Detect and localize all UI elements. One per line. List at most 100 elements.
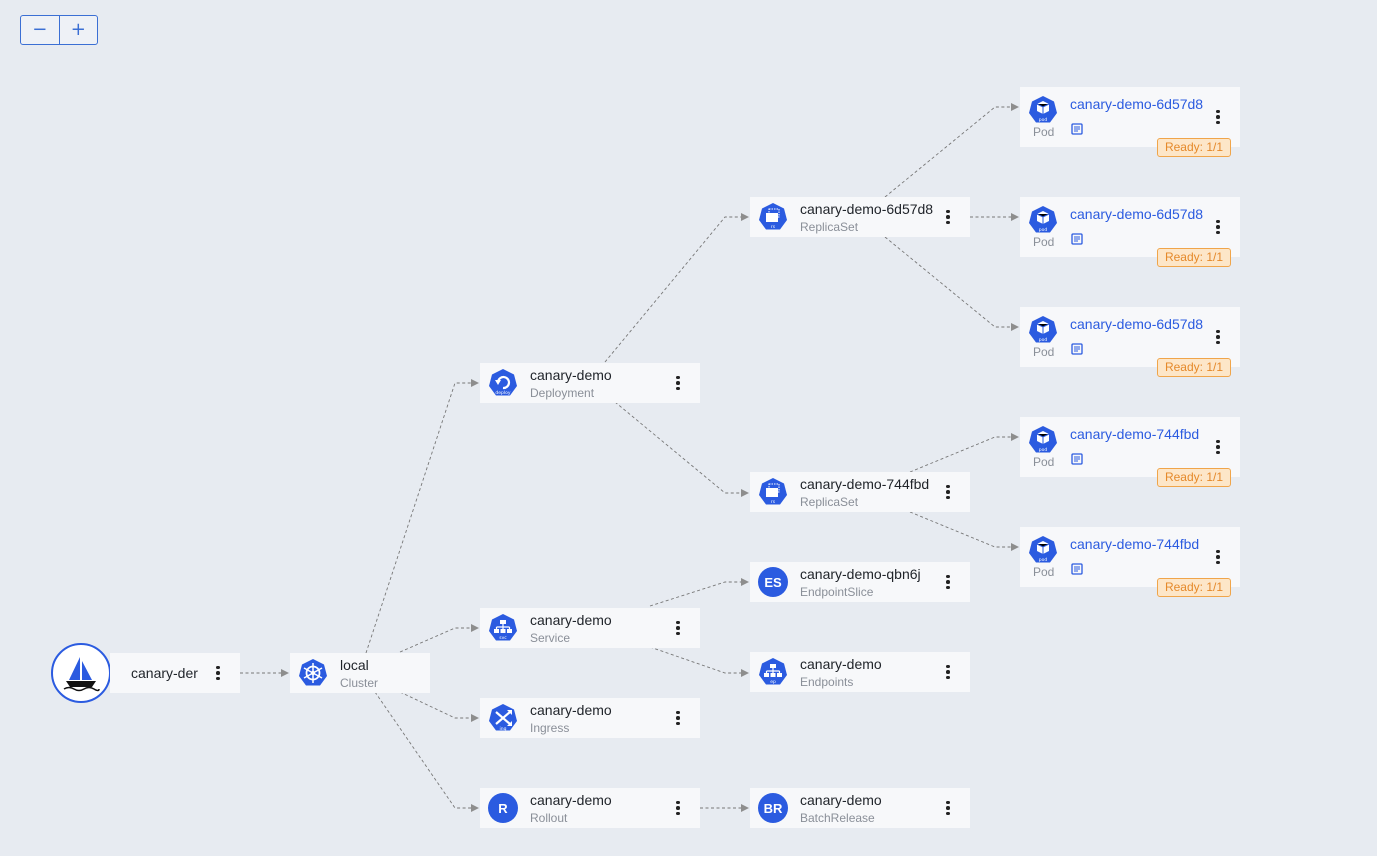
pod-kind: Pod <box>1033 125 1055 139</box>
replicaset-name: canary-demo-6d57d8 <box>800 201 934 217</box>
node-menu-button[interactable] <box>670 373 686 393</box>
logs-icon[interactable] <box>1071 453 1083 465</box>
deployment-name: canary-demo <box>530 367 612 383</box>
rollout-node[interactable]: R canary-demo Rollout <box>480 788 700 828</box>
logs-icon[interactable] <box>1071 123 1083 135</box>
replicaset-kind: ReplicaSet <box>800 220 859 234</box>
logs-icon[interactable] <box>1071 343 1083 355</box>
pod-icon: pod <box>1028 315 1058 345</box>
pod-name-link[interactable]: canary-demo-744fbd <box>1070 426 1200 442</box>
replicaset-icon: rs <box>758 477 788 507</box>
replicaset-kind: ReplicaSet <box>800 495 859 509</box>
endpoints-node[interactable]: ep canary-demo Endpoints <box>750 652 970 692</box>
node-menu-button[interactable] <box>210 663 226 683</box>
svg-text:rs: rs <box>771 499 776 505</box>
pod-node[interactable]: pod canary-demo-744fbd Pod Ready: 1/1 <box>1020 417 1240 487</box>
pod-icon: pod <box>1028 205 1058 235</box>
service-kind: Service <box>530 631 571 645</box>
status-badge: Ready: 1/1 <box>1157 468 1231 487</box>
edge <box>399 624 479 653</box>
app-icon[interactable] <box>51 643 111 703</box>
batchrelease-name: canary-demo <box>800 792 882 808</box>
ingress-kind: Ingress <box>530 721 570 735</box>
zoom-out-button[interactable]: − <box>21 16 59 44</box>
edge <box>365 379 479 654</box>
pod-kind: Pod <box>1033 565 1055 579</box>
edge <box>399 691 479 722</box>
pod-kind: Pod <box>1033 345 1055 359</box>
pod-name-link[interactable]: canary-demo-6d57d8 <box>1070 96 1204 112</box>
svg-text:pod: pod <box>1039 447 1048 453</box>
replicaset-node[interactable]: rs canary-demo-6d57d8 ReplicaSet <box>750 197 970 237</box>
node-menu-button[interactable] <box>940 572 956 592</box>
pod-icon: pod <box>1028 535 1058 565</box>
replicaset-name: canary-demo-744fbd <box>800 476 930 492</box>
node-menu-button[interactable] <box>1210 217 1226 237</box>
node-menu-button[interactable] <box>670 708 686 728</box>
sailboat-icon <box>63 657 100 692</box>
batchrelease-icon: BR <box>758 793 788 823</box>
node-menu-button[interactable] <box>1210 327 1226 347</box>
service-node[interactable]: svc canary-demo Service <box>480 608 700 648</box>
pod-name-link[interactable]: canary-demo-744fbd <box>1070 536 1200 552</box>
status-badge: Ready: 1/1 <box>1157 358 1231 377</box>
node-menu-button[interactable] <box>1210 547 1226 567</box>
kubernetes-helm-icon <box>298 658 328 688</box>
deployment-kind: Deployment <box>530 386 595 400</box>
endpoints-icon: ep <box>758 657 788 687</box>
edge <box>649 578 749 607</box>
svg-text:ep: ep <box>770 680 776 685</box>
pod-node[interactable]: pod canary-demo-6d57d8 Pod Ready: 1/1 <box>1020 87 1240 157</box>
pod-icon: pod <box>1028 95 1058 125</box>
node-menu-button[interactable] <box>940 207 956 227</box>
service-name: canary-demo <box>530 612 612 628</box>
node-menu-button[interactable] <box>940 798 956 818</box>
logs-icon[interactable] <box>1071 563 1083 575</box>
endpoints-kind: Endpoints <box>800 675 854 689</box>
svg-text:pod: pod <box>1039 337 1048 343</box>
replicaset-node[interactable]: rs canary-demo-744fbd ReplicaSet <box>750 472 970 512</box>
edge <box>884 236 1019 331</box>
svg-text:rs: rs <box>771 224 776 230</box>
pod-icon: pod <box>1028 425 1058 455</box>
pod-kind: Pod <box>1033 235 1055 249</box>
rollout-name: canary-demo <box>530 792 612 808</box>
app-node[interactable]: canary-der <box>110 653 240 693</box>
node-menu-button[interactable] <box>1210 437 1226 457</box>
zoom-controls: − + <box>20 15 98 45</box>
cluster-node[interactable]: local Cluster <box>290 653 430 693</box>
svg-text:pod: pod <box>1039 557 1048 563</box>
svg-text:pod: pod <box>1039 117 1048 123</box>
replicaset-icon: rs <box>758 202 788 232</box>
node-menu-button[interactable] <box>1210 107 1226 127</box>
endpointslice-kind: EndpointSlice <box>800 585 874 599</box>
edge <box>604 213 749 363</box>
batchrelease-node[interactable]: BR canary-demo BatchRelease <box>750 788 970 828</box>
logs-icon[interactable] <box>1071 233 1083 245</box>
svg-text:svc: svc <box>499 636 507 641</box>
batchrelease-kind: BatchRelease <box>800 811 875 825</box>
deployment-icon: deploy <box>488 368 518 398</box>
pod-node[interactable]: pod canary-demo-744fbd Pod Ready: 1/1 <box>1020 527 1240 597</box>
ingress-name: canary-demo <box>530 702 612 718</box>
status-badge: Ready: 1/1 <box>1157 248 1231 267</box>
pod-name-link[interactable]: canary-demo-6d57d8 <box>1070 316 1204 332</box>
node-menu-button[interactable] <box>670 798 686 818</box>
edge <box>909 433 1019 473</box>
node-menu-button[interactable] <box>940 482 956 502</box>
node-menu-button[interactable] <box>670 618 686 638</box>
zoom-in-button[interactable]: + <box>58 16 98 44</box>
svg-text:pod: pod <box>1039 227 1048 233</box>
rollout-icon: R <box>488 793 518 823</box>
deployment-node[interactable]: deploy canary-demo Deployment <box>480 363 700 403</box>
cluster-kind: Cluster <box>340 676 379 690</box>
ingress-node[interactable]: ing canary-demo Ingress <box>480 698 700 738</box>
pod-node[interactable]: pod canary-demo-6d57d8 Pod Ready: 1/1 <box>1020 197 1240 267</box>
status-badge: Ready: 1/1 <box>1157 138 1231 157</box>
pod-name-link[interactable]: canary-demo-6d57d8 <box>1070 206 1204 222</box>
service-icon: svc <box>488 613 518 643</box>
node-menu-button[interactable] <box>940 662 956 682</box>
endpointslice-node[interactable]: ES canary-demo-qbn6j EndpointSlice <box>750 562 970 602</box>
ingress-icon: ing <box>488 703 518 733</box>
pod-node[interactable]: pod canary-demo-6d57d8 Pod Ready: 1/1 <box>1020 307 1240 377</box>
